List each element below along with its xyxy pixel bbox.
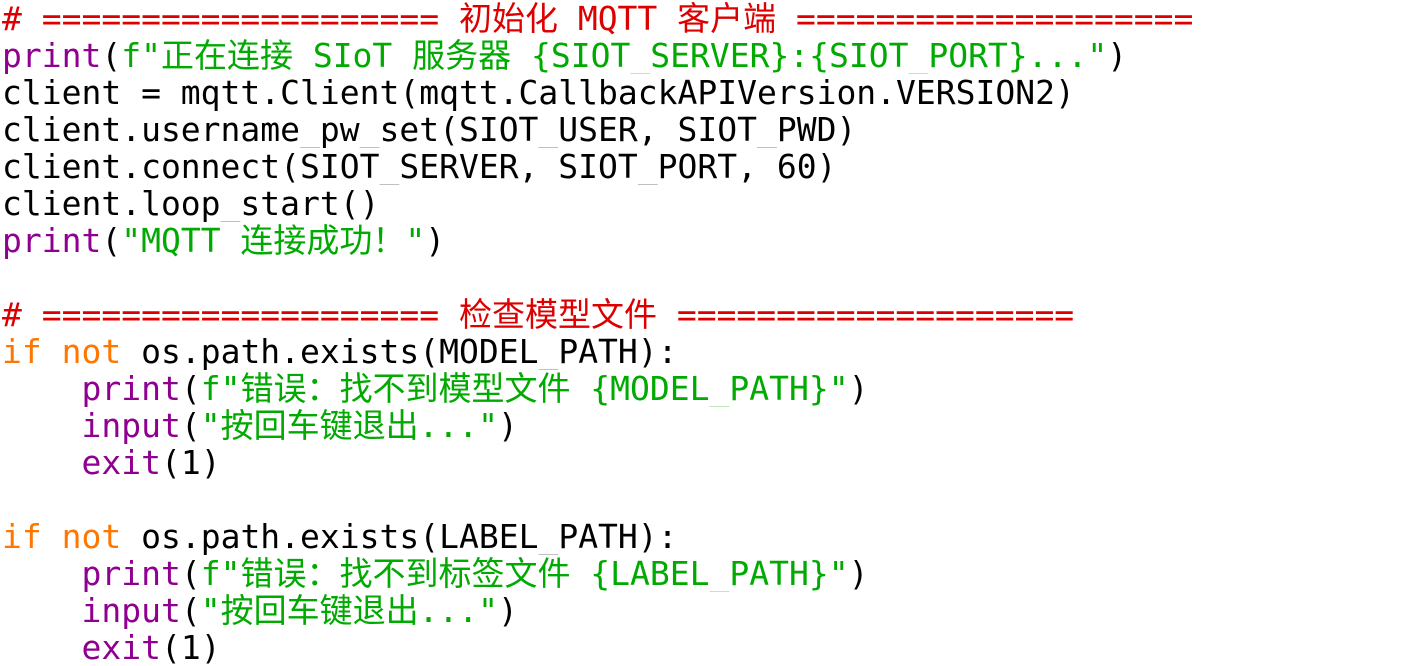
code-token-builtin: print: [2, 222, 102, 259]
code-token-plain: (: [180, 370, 201, 407]
code-token-plain: ): [848, 555, 869, 592]
code-token-plain: (: [180, 407, 201, 444]
code-line: client.username_pw_set(SIOT_USER, SIOT_P…: [2, 111, 1406, 148]
code-token-plain: [2, 555, 81, 592]
code-line: [2, 259, 1406, 296]
code-token-string: "MQTT 连接成功！": [121, 222, 426, 259]
code-token-keyword: if: [2, 518, 42, 555]
code-line: client.connect(SIOT_SERVER, SIOT_PORT, 6…: [2, 148, 1406, 185]
code-token-comment: # ==================== 检查模型文件 ==========…: [2, 296, 1075, 333]
code-token-builtin: print: [2, 37, 102, 74]
code-line: print(f"正在连接 SIoT 服务器 {SIOT_SERVER}:{SIO…: [2, 37, 1406, 74]
code-token-builtin: exit: [81, 629, 161, 666]
code-token-plain: ): [1107, 37, 1128, 74]
code-token-builtin: print: [81, 370, 181, 407]
code-token-plain: (: [101, 222, 122, 259]
code-line: # ==================== 检查模型文件 ==========…: [2, 296, 1406, 333]
code-token-plain: [42, 518, 62, 555]
code-line: # ==================== 初始化 MQTT 客户端 ====…: [2, 0, 1406, 37]
code-token-builtin: print: [81, 555, 181, 592]
code-line: if not os.path.exists(LABEL_PATH):: [2, 518, 1406, 555]
code-token-plain: client = mqtt.Client(mqtt.CallbackAPIVer…: [2, 74, 1075, 111]
code-token-plain: ): [425, 222, 446, 259]
code-token-string: f"错误：找不到标签文件 {LABEL_PATH}": [200, 555, 849, 592]
code-token-plain: (: [101, 37, 122, 74]
code-token-plain: os.path.exists(LABEL_PATH):: [121, 518, 678, 555]
code-token-builtin: input: [81, 592, 181, 629]
code-token-plain: client.username_pw_set(SIOT_USER, SIOT_P…: [2, 111, 857, 148]
code-line: print(f"错误：找不到标签文件 {LABEL_PATH}"): [2, 555, 1406, 592]
code-line: input("按回车键退出..."): [2, 592, 1406, 629]
code-token-plain: ): [848, 370, 869, 407]
code-line: client.loop_start(): [2, 185, 1406, 222]
code-line: print(f"错误：找不到模型文件 {MODEL_PATH}"): [2, 370, 1406, 407]
code-token-plain: (: [180, 592, 201, 629]
code-token-string: f"正在连接 SIoT 服务器 {SIOT_SERVER}:{SIOT_PORT…: [121, 37, 1108, 74]
code-token-plain: [42, 333, 62, 370]
code-token-plain: client.loop_start(): [2, 185, 380, 222]
code-token-plain: client.connect(SIOT_SERVER, SIOT_PORT, 6…: [2, 148, 837, 185]
code-token-plain: (1): [160, 629, 221, 666]
code-token-plain: ): [498, 407, 518, 444]
code-token-builtin: exit: [81, 444, 161, 481]
code-line: client = mqtt.Client(mqtt.CallbackAPIVer…: [2, 74, 1406, 111]
code-token-keyword: not: [61, 333, 122, 370]
code-token-plain: [2, 444, 81, 481]
code-token-plain: [2, 407, 81, 444]
code-token-plain: [2, 629, 81, 666]
code-line: [2, 481, 1406, 518]
code-token-string: "按回车键退出...": [200, 407, 499, 444]
code-token-plain: ): [498, 592, 518, 629]
code-token-comment: # ==================== 初始化 MQTT 客户端 ====…: [2, 0, 1194, 37]
code-token-plain: os.path.exists(MODEL_PATH):: [121, 333, 678, 370]
code-line: exit(1): [2, 629, 1406, 666]
code-token-builtin: input: [81, 407, 181, 444]
code-token-keyword: if: [2, 333, 42, 370]
code-line: input("按回车键退出..."): [2, 407, 1406, 444]
code-line: exit(1): [2, 444, 1406, 481]
code-token-plain: [2, 592, 81, 629]
code-token-string: "按回车键退出...": [200, 592, 499, 629]
code-token-plain: [2, 370, 81, 407]
code-token-keyword: not: [61, 518, 122, 555]
code-token-plain: (: [180, 555, 201, 592]
code-line: print("MQTT 连接成功！"): [2, 222, 1406, 259]
code-token-string: f"错误：找不到模型文件 {MODEL_PATH}": [200, 370, 849, 407]
code-line: if not os.path.exists(MODEL_PATH):: [2, 333, 1406, 370]
code-token-plain: (1): [160, 444, 221, 481]
